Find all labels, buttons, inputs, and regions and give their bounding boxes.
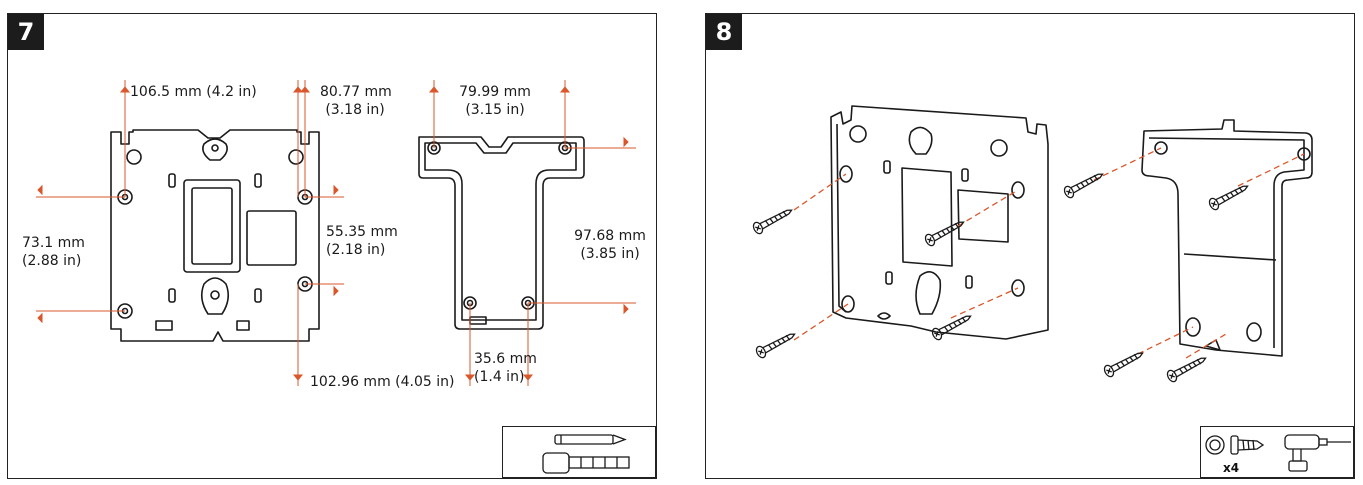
dimension-value: 35.6 mm — [474, 351, 537, 367]
screw-icon — [923, 216, 968, 248]
dimension-value: (2.88 in) — [22, 253, 82, 269]
dimension-label: 73.1 mm (2.88 in) — [22, 234, 85, 270]
step-7-drawing — [36, 80, 636, 386]
dimension-value: 97.68 mm — [574, 228, 646, 244]
dimension-lines — [36, 80, 636, 386]
screw-icon — [1207, 180, 1252, 212]
tools-box: x4 — [1200, 426, 1354, 478]
dimension-label: 102.96 mm (4.05 in) — [310, 374, 455, 390]
screw-icon — [1102, 347, 1147, 379]
dimension-value: 79.99 mm — [459, 84, 531, 100]
step-number: 7 — [8, 14, 44, 50]
dimension-value: (3.15 in) — [465, 102, 525, 118]
level-tape-icon — [542, 452, 630, 474]
dimension-value: (2.18 in) — [326, 242, 386, 258]
dimension-label: 55.35 mm (2.18 in) — [326, 223, 398, 259]
drill-icon — [1284, 434, 1351, 472]
dimension-label: 35.6 mm (1.4 in) — [474, 350, 537, 386]
screw-icon — [930, 310, 975, 342]
screw-quantity: x4 — [1223, 461, 1240, 475]
dimension-value: 80.77 mm — [320, 84, 392, 100]
tools-box — [502, 426, 656, 478]
large-bracket — [110, 129, 320, 342]
screw-icon — [1230, 435, 1265, 455]
step-8-panel: 8 — [705, 13, 1355, 479]
dimension-label: 79.99 mm (3.15 in) — [459, 83, 531, 119]
t-bracket — [418, 136, 585, 330]
dimension-label: 80.77 mm (3.18 in) — [320, 83, 392, 119]
step-number: 8 — [706, 14, 742, 50]
screw-icon — [754, 328, 799, 360]
step-7-panel: 7 — [7, 13, 657, 479]
dimension-label: 106.5 mm (4.2 in) — [130, 84, 257, 100]
screw-guide-lines — [793, 147, 1305, 359]
dimension-value: 73.1 mm — [22, 235, 85, 251]
dimension-label: 97.68 mm (3.85 in) — [574, 227, 646, 263]
tools-drawing — [1205, 434, 1351, 472]
dimension-value: (1.4 in) — [474, 369, 525, 385]
step-8-drawing — [751, 105, 1313, 384]
pencil-icon — [554, 434, 627, 445]
tools-drawing — [542, 434, 630, 474]
dimension-value: (3.18 in) — [325, 102, 385, 118]
dimension-value: (3.85 in) — [580, 246, 640, 262]
large-bracket — [830, 105, 1049, 340]
screw-icon — [751, 204, 796, 236]
t-bracket — [1141, 119, 1313, 357]
anchor-icon — [1205, 435, 1225, 455]
screw-icon — [1062, 168, 1107, 200]
dimension-value: 55.35 mm — [326, 224, 398, 240]
